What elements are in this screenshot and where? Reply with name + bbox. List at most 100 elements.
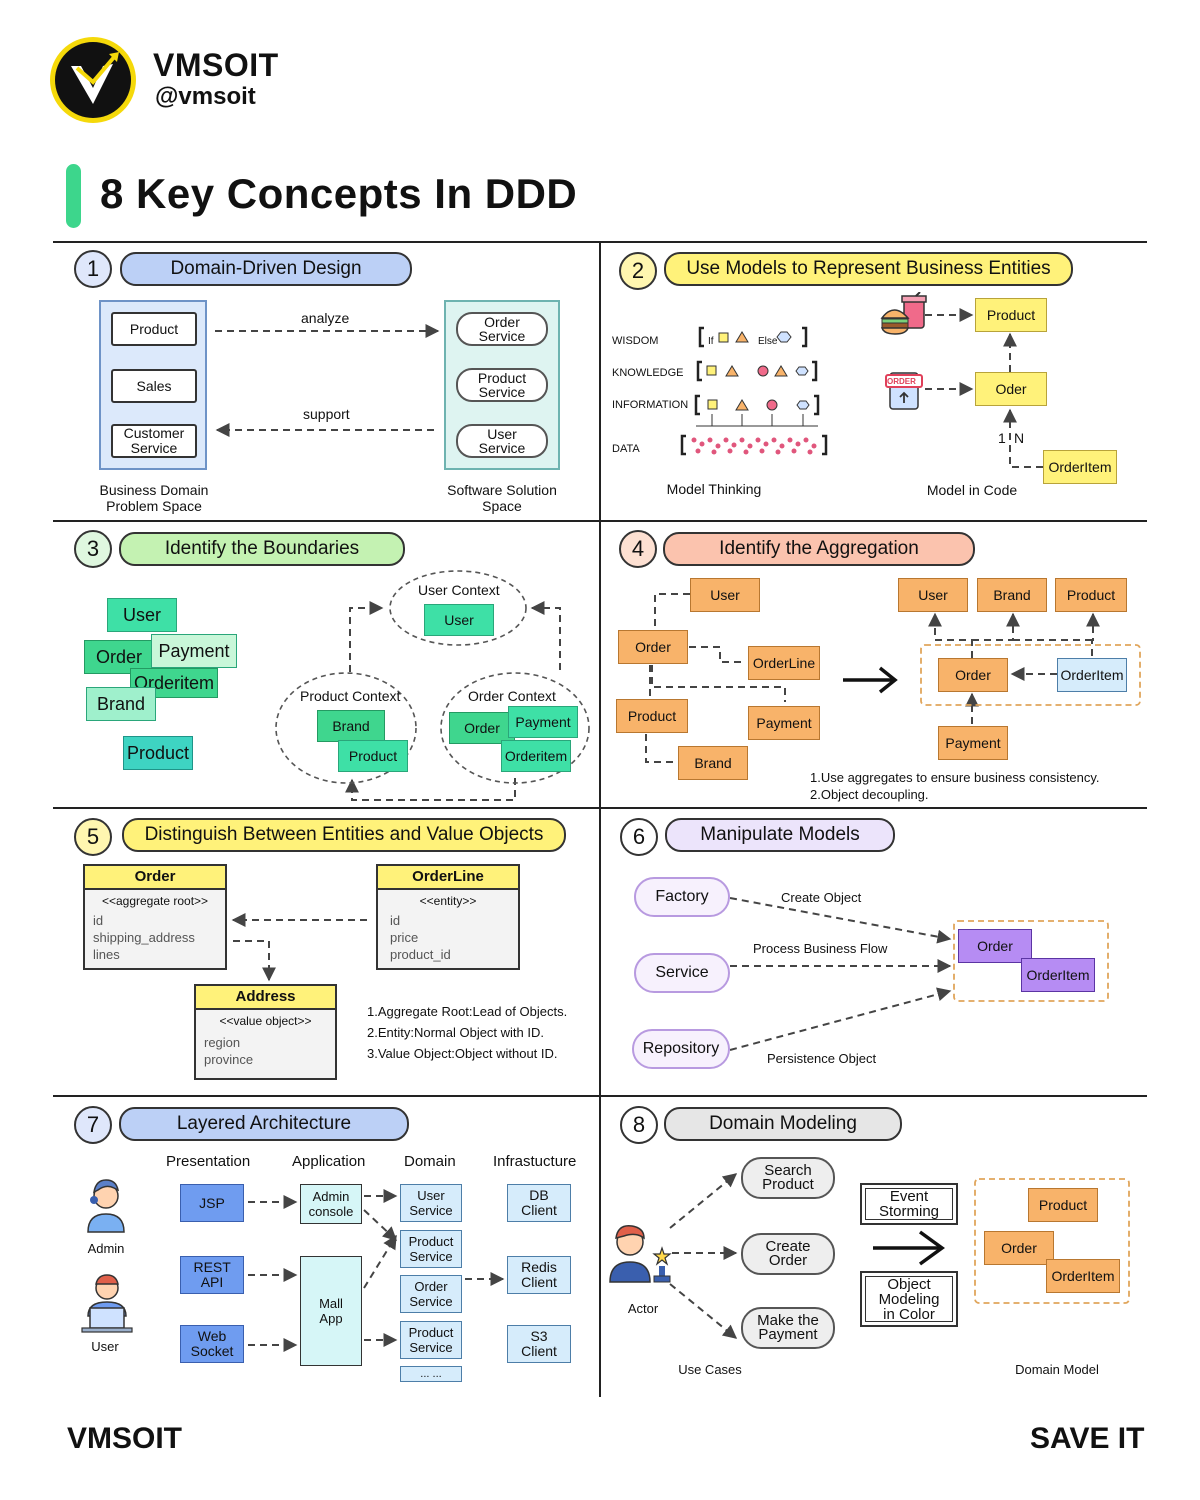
data-label: DATA [612, 443, 640, 455]
layer-order-service-box: Order Service [400, 1275, 462, 1313]
agg-r-brand-box: Brand [977, 578, 1047, 612]
layer-web-socket-box: Web Socket [180, 1325, 244, 1363]
layer-s3-client-box: S3 Client [507, 1325, 571, 1363]
model-product-box: Product [975, 298, 1047, 332]
uml-address-field: province [204, 1052, 254, 1067]
ctx-product-box: Product [338, 740, 408, 772]
loose-payment-box: Payment [151, 634, 237, 668]
section-2-number: 2 [619, 252, 657, 290]
agg-orderline-box: OrderLine [748, 646, 820, 680]
uml-address-class: Address <<value object>> region province [194, 984, 337, 1080]
section-1-number: 1 [74, 250, 112, 288]
use-cases-caption: Use Cases [678, 1362, 742, 1377]
layer-db-client-box: DB Client [507, 1184, 571, 1222]
uml-address-field: region [204, 1035, 241, 1050]
ctx-user-box: User [424, 604, 494, 636]
entity-note-1: 1.Aggregate Root:Lead of Objects. [367, 1004, 568, 1019]
section-4-title: Identify the Aggregation [663, 532, 975, 566]
title-accent-bar [66, 164, 81, 228]
domain-item-sales: Sales [111, 369, 197, 403]
wisdom-else-text: Else [758, 336, 778, 347]
uml-orderline-name: OrderLine [378, 866, 518, 890]
wisdom-label: WISDOM [612, 335, 659, 347]
model-in-code-caption: Model in Code [926, 482, 1018, 498]
uml-orderline-class: OrderLine <<entity>> id price product_id [376, 864, 520, 970]
loose-user-box: User [107, 598, 177, 632]
agg-payment-box: Payment [748, 706, 820, 740]
analyze-label: analyze [301, 310, 350, 326]
case-search-product: Search Product [741, 1157, 835, 1199]
actor-icon [609, 1225, 672, 1283]
entity-note-3: 3.Value Object:Object without ID. [367, 1046, 558, 1061]
layer-redis-client-box: Redis Client [507, 1256, 571, 1294]
loose-brand-box: Brand [86, 687, 156, 721]
section-8-number: 8 [620, 1106, 658, 1144]
layer-product-service-box-2: Product Service [400, 1321, 462, 1359]
ctx-orderitem-box: Orderitem [501, 740, 571, 772]
agg-note-1: 1.Use aggregates to ensure business cons… [810, 770, 1100, 785]
uml-order-name: Order [85, 866, 225, 890]
ctx-brand-box: Brand [317, 710, 385, 742]
agg-r-product-box: Product [1055, 578, 1127, 612]
v-logo-icon [71, 52, 119, 104]
domain-item-customer-service: Customer Service [111, 424, 197, 458]
agg-user-box: User [690, 578, 760, 612]
multiplicity-one: 1 [998, 430, 1006, 446]
user-context-label: User Context [418, 582, 500, 598]
user-service-pill: User Service [456, 424, 548, 458]
uml-order-field: id [93, 913, 104, 928]
method-object-modeling: Object Modeling in Color [860, 1271, 958, 1327]
section-7-number: 7 [74, 1106, 112, 1144]
section-6-number: 6 [620, 818, 658, 856]
section-8-title: Domain Modeling [664, 1107, 902, 1141]
factory-pill: Factory [634, 877, 730, 917]
support-label: support [303, 406, 350, 422]
domain-model-caption: Domain Model [1015, 1362, 1099, 1377]
information-label: INFORMATION [612, 399, 689, 411]
col-domain: Domain [404, 1153, 456, 1170]
admin-label: Admin [87, 1241, 125, 1256]
method-event-storming: Event Storming [860, 1183, 958, 1225]
entity-note-2: 2.Entity:Normal Object with ID. [367, 1025, 544, 1040]
dm-product-box: Product [1028, 1188, 1098, 1222]
manip-order-box: Order [958, 929, 1032, 963]
dm-orderitem-box: OrderItem [1046, 1259, 1120, 1293]
user-label: User [91, 1339, 119, 1354]
agg-product-box: Product [616, 699, 688, 733]
layer-more-services-box: ... ... [400, 1366, 462, 1382]
col-presentation: Presentation [166, 1153, 251, 1170]
section-4-number: 4 [619, 530, 657, 568]
agg-r-orderitem-box: OrderItem [1057, 658, 1127, 692]
dm-order-box: Order [984, 1231, 1054, 1265]
loose-product-box: Product [123, 736, 193, 770]
repository-pill: Repository [632, 1029, 730, 1069]
brand-handle: @vmsoit [155, 83, 256, 110]
multiplicity-n: N [1014, 430, 1025, 446]
col-application: Application [292, 1153, 366, 1170]
logo [50, 37, 136, 123]
agg-r-payment-box: Payment [938, 726, 1008, 760]
persistence-object-label: Persistence Object [767, 1051, 877, 1066]
model-thinking-caption: Model Thinking [666, 481, 762, 497]
section-2-title: Use Models to Represent Business Entitie… [664, 252, 1073, 286]
uml-order-class: Order <<aggregate root>> id shipping_add… [83, 864, 227, 970]
product-service-pill: Product Service [456, 368, 548, 402]
uml-order-field: shipping_address [93, 930, 195, 945]
solution-space-caption: Software Solution Space [447, 482, 557, 514]
section-6-title: Manipulate Models [665, 818, 895, 852]
order-service-pill: Order Service [456, 312, 548, 346]
knowledge-label: KNOWLEDGE [612, 367, 684, 379]
uml-orderline-stereotype: <<entity>> [419, 894, 477, 908]
uml-orderline-field: price [390, 930, 419, 945]
case-create-order: Create Order [741, 1233, 835, 1275]
product-context-label: Product Context [300, 688, 401, 704]
uml-address-stereotype: <<value object>> [219, 1014, 312, 1028]
order-context-label: Order Context [468, 688, 556, 704]
wisdom-if-text: If [708, 336, 714, 347]
brand-name: VMSOIT [153, 47, 279, 83]
manip-orderitem-box: OrderItem [1021, 958, 1095, 992]
footer-save-it: SAVE IT [1030, 1422, 1145, 1455]
burger-drink-icon [880, 292, 927, 335]
create-object-label: Create Object [781, 890, 862, 905]
